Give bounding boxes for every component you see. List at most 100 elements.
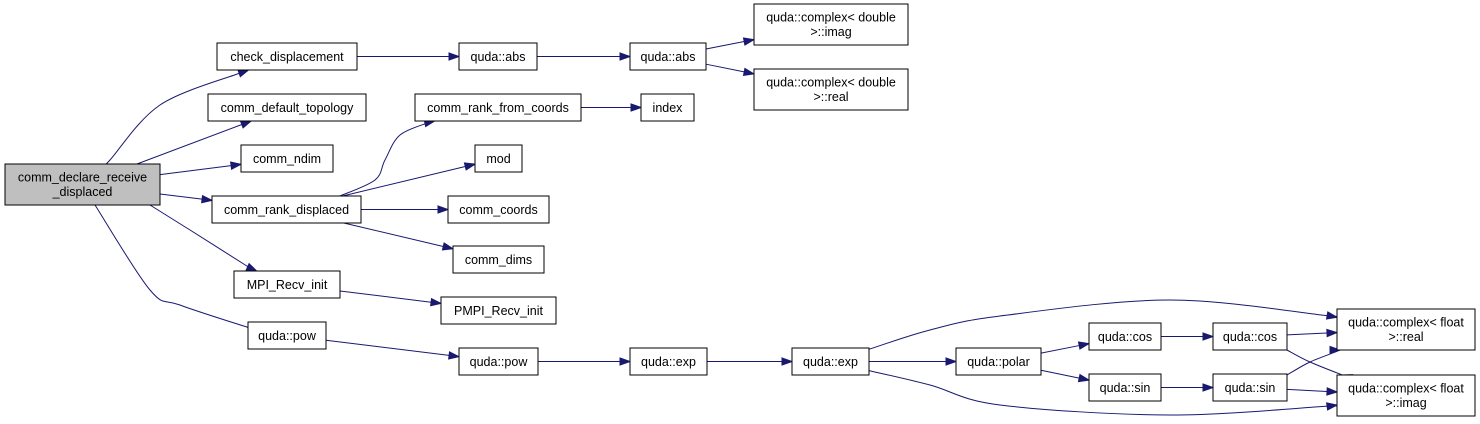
arrow-head-icon	[1202, 332, 1215, 341]
node-comm-rank-from-coords[interactable]: comm_rank_from_coords	[414, 93, 582, 122]
arrow-head-icon	[1326, 328, 1339, 338]
node-quda-sin-2[interactable]: quda::sin	[1212, 373, 1288, 402]
node-box	[211, 195, 362, 224]
node-label: mod	[486, 152, 510, 166]
node-quda-sin-1[interactable]: quda::sin	[1088, 373, 1162, 402]
node-box	[458, 42, 538, 71]
node-box	[1212, 322, 1288, 351]
node-box	[1212, 373, 1288, 402]
edge-quda_cos_2-to-complex_float_real	[1286, 328, 1339, 338]
arrow-head-icon	[742, 67, 756, 77]
edge-quda_exp_2-to-complex_float_real	[868, 299, 1342, 350]
node-label: quda::cos	[1223, 330, 1277, 344]
edge-comm_rank_displaced-to-comm_coords	[361, 205, 450, 214]
node-label: comm_rank_from_coords	[427, 101, 569, 115]
node-box	[458, 347, 539, 376]
node-quda-polar[interactable]: quda::polar	[955, 347, 1042, 376]
arrow-head-icon	[630, 103, 643, 112]
edge-line	[1284, 348, 1352, 379]
node-box	[216, 42, 358, 71]
node-complex-double-real[interactable]: quda::complex< double>::real	[753, 68, 909, 111]
arrow-head-icon	[245, 262, 259, 272]
node-label: quda::exp	[803, 355, 858, 369]
node-mod[interactable]: mod	[474, 144, 523, 173]
node-quda-exp-2[interactable]: quda::exp	[791, 347, 870, 376]
arrow-head-icon	[1077, 341, 1091, 350]
edge-comm_rank_from_coords-to-index	[581, 103, 643, 112]
node-MPI-Recv-init[interactable]: MPI_Recv_init	[233, 270, 341, 299]
edge-root-to-comm_default_topology	[136, 120, 253, 165]
node-check-displacement[interactable]: check_displacement	[216, 42, 358, 71]
arrow-head-icon	[448, 52, 461, 61]
node-label: index	[653, 101, 684, 115]
arrow-head-icon	[430, 297, 443, 307]
node-comm-coords[interactable]: comm_coords	[447, 195, 550, 224]
edge-quda_abs_2-to-complex_double_real	[705, 63, 756, 77]
edge-quda_polar-to-quda_cos_1	[1040, 341, 1091, 354]
edge-quda_abs_2-to-complex_double_imag	[705, 37, 756, 50]
node-box	[1088, 322, 1162, 351]
arrow-head-icon	[781, 357, 794, 366]
node-box	[753, 68, 909, 111]
node-complex-double-imag[interactable]: quda::complex< double>::imag	[753, 3, 909, 46]
edge-root-to-comm_rank_displaced	[159, 193, 214, 204]
node-comm-dims[interactable]: comm_dims	[452, 245, 545, 274]
node-quda-cos-1[interactable]: quda::cos	[1088, 322, 1162, 351]
edge-quda_exp_2-to-quda_polar	[869, 357, 958, 366]
node-quda-abs-1[interactable]: quda::abs	[458, 42, 538, 71]
node-complex-float-real[interactable]: quda::complex< float>::real	[1336, 308, 1476, 351]
node-box	[4, 163, 161, 206]
node-label: quda::complex< float	[1348, 382, 1464, 396]
edge-line	[136, 124, 242, 165]
edge-comm_rank_displaced-to-mod	[342, 162, 477, 197]
edge-line	[343, 222, 444, 247]
nodes-layer: comm_declare_receive_displaced check_disp…	[4, 3, 1476, 417]
edge-quda_exp_1-to-quda_exp_2	[707, 357, 794, 366]
arrow-head-icon	[437, 205, 450, 214]
node-box	[233, 270, 341, 299]
node-index[interactable]: index	[640, 93, 695, 122]
edge-line	[705, 63, 745, 73]
node-comm-default-topology[interactable]: comm_default_topology	[207, 93, 367, 122]
node-complex-float-imag[interactable]: quda::complex< float>::imag	[1336, 374, 1476, 417]
arrow-head-icon	[1329, 345, 1342, 355]
edge-line	[1040, 345, 1080, 354]
edge-line	[339, 290, 432, 303]
node-label: quda::complex< float	[1348, 316, 1464, 330]
node-label: >::real	[1388, 330, 1423, 344]
edge-MPI_Recv_init-to-PMPI_Recv_init	[339, 290, 443, 307]
arrow-head-icon	[1202, 383, 1215, 392]
node-box	[1336, 308, 1476, 351]
node-comm-rank-displaced[interactable]: comm_rank_displaced	[211, 195, 362, 224]
node-label: quda::complex< double	[766, 76, 896, 90]
arrow-head-icon	[1077, 373, 1091, 383]
arrow-head-icon	[463, 162, 477, 171]
edge-line	[1040, 369, 1080, 379]
node-comm-ndim[interactable]: comm_ndim	[240, 144, 334, 173]
node-box	[414, 93, 582, 122]
node-label: quda::polar	[967, 355, 1030, 369]
node-quda-exp-1[interactable]: quda::exp	[629, 347, 708, 376]
node-root: comm_declare_receive_displaced	[4, 163, 161, 206]
node-label: quda::exp	[641, 355, 696, 369]
edge-quda_sin_2-to-complex_float_imag	[1286, 387, 1339, 396]
arrow-head-icon	[742, 37, 756, 46]
edge-line	[159, 165, 232, 176]
node-quda-pow-2[interactable]: quda::pow	[458, 347, 539, 376]
arrow-head-icon	[1325, 311, 1339, 320]
edge-quda_sin_1-to-quda_sin_2	[1161, 383, 1215, 392]
node-PMPI-Recv-init[interactable]: PMPI_Recv_init	[440, 296, 557, 325]
node-label: comm_ndim	[253, 152, 321, 166]
edge-quda_abs_1-to-quda_abs_2	[537, 52, 632, 61]
node-box	[247, 321, 327, 350]
edge-line	[325, 339, 450, 356]
node-quda-abs-2[interactable]: quda::abs	[629, 42, 707, 71]
node-box	[753, 3, 909, 46]
node-box	[440, 296, 557, 325]
arrow-head-icon	[448, 351, 461, 360]
node-box	[955, 347, 1042, 376]
node-quda-cos-2[interactable]: quda::cos	[1212, 322, 1288, 351]
node-quda-pow-1[interactable]: quda::pow	[247, 321, 327, 350]
node-label: MPI_Recv_init	[247, 278, 328, 292]
node-box	[447, 195, 550, 224]
